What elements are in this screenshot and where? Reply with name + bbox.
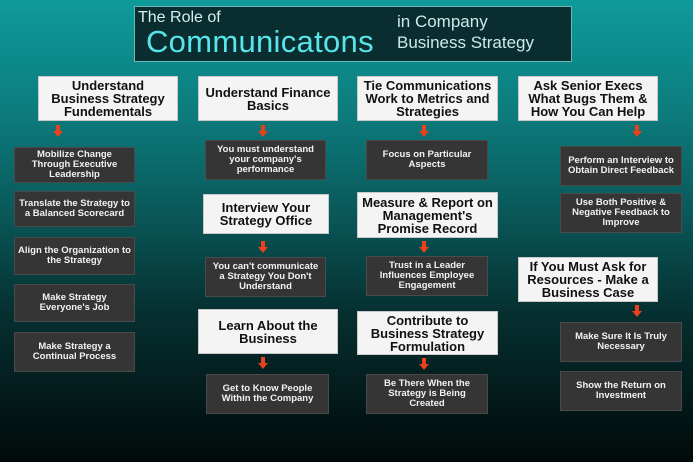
heading-measure-report: Measure & Report on Management's Promise… <box>357 192 498 238</box>
arrow-icon <box>258 125 268 137</box>
heading-contribute-strategy: Contribute to Business Strategy Formulat… <box>357 311 498 355</box>
arrow-icon <box>632 305 642 317</box>
title-right-line1: in Company <box>397 12 488 31</box>
item-feedback-improve: Use Both Positive & Negative Feedback to… <box>560 193 682 233</box>
item-align-organization: Align the Organization to the Strategy <box>14 237 135 275</box>
arrow-icon <box>258 357 268 369</box>
heading-tie-communications: Tie Communications Work to Metrics and S… <box>357 76 498 121</box>
heading-finance-basics: Understand Finance Basics <box>198 76 338 121</box>
item-truly-necessary: Make Sure It Is Truly Necessary <box>560 322 682 362</box>
item-perform-interview: Perform an Interview to Obtain Direct Fe… <box>560 146 682 186</box>
item-balanced-scorecard: Translate the Strategy to a Balanced Sco… <box>14 191 135 227</box>
arrow-icon <box>258 241 268 253</box>
arrow-icon <box>419 241 429 253</box>
heading-business-strategy: Understand Business Strategy Fundemental… <box>38 76 178 121</box>
arrow-icon <box>419 358 429 370</box>
title-right: in Company Business Strategy <box>397 11 534 53</box>
title-line1: The Role of <box>138 9 221 26</box>
arrow-icon <box>53 125 63 137</box>
title-main: Communicatons <box>146 24 374 59</box>
arrow-icon <box>419 125 429 137</box>
heading-ask-senior-execs: Ask Senior Execs What Bugs Them & How Yo… <box>518 76 658 121</box>
item-cant-communicate: You can't communicate a Strategy You Don… <box>205 257 326 297</box>
item-continual-process: Make Strategy a Continual Process <box>14 332 135 372</box>
heading-ask-resources: If You Must Ask for Resources - Make a B… <box>518 257 658 302</box>
title-right-line2: Business Strategy <box>397 33 535 52</box>
arrow-icon <box>632 125 642 137</box>
item-strategy-everyones-job: Make Strategy Everyone's Job <box>14 284 135 322</box>
heading-interview-strategy-office: Interview Your Strategy Office <box>203 194 329 234</box>
heading-learn-business: Learn About the Business <box>198 309 338 354</box>
item-return-investment: Show the Return on Investment <box>560 371 682 411</box>
item-trust-leader: Trust in a Leader Influences Employee En… <box>366 256 488 296</box>
item-focus-aspects: Focus on Particular Aspects <box>366 140 488 180</box>
item-know-people: Get to Know People Within the Company <box>206 374 329 414</box>
item-mobilize-change: Mobilize Change Through Executive Leader… <box>14 147 135 183</box>
title-box: The Role of Communicatons in Company Bus… <box>134 6 572 62</box>
item-understand-performance: You must understand your company's perfo… <box>205 140 326 180</box>
item-be-there: Be There When the Strategy is Being Crea… <box>366 374 488 414</box>
